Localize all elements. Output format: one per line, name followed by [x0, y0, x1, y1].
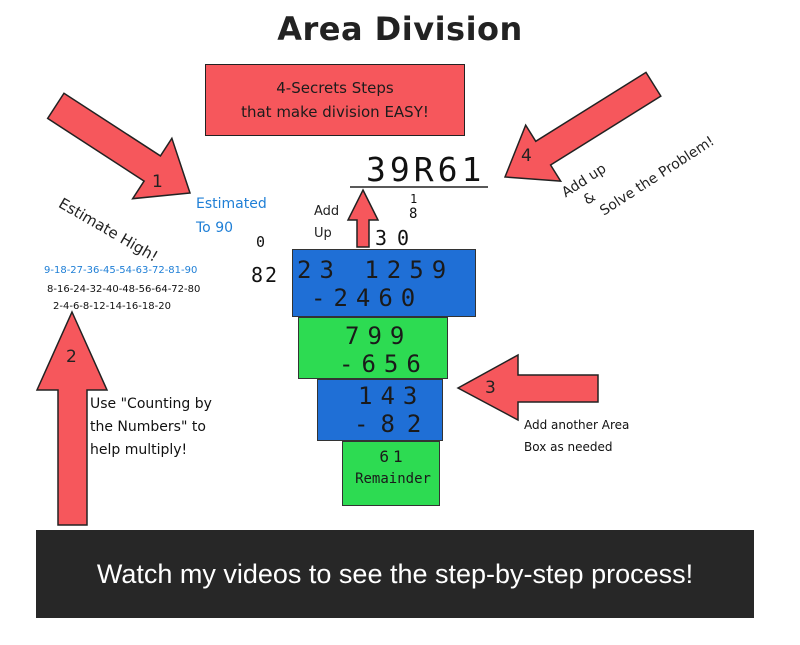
add-up-arrow: [346, 188, 380, 248]
partial-bottom: 30: [375, 226, 420, 250]
answer: 39R61: [366, 150, 486, 189]
area-box-4: 61 Remainder: [342, 441, 440, 506]
area-box-1-product: -2460: [311, 284, 424, 312]
counting-nines: 9-18-27-36-45-54-63-72-81-90: [44, 265, 198, 276]
step-2-line-2: the Numbers" to: [90, 419, 206, 435]
area-box-3: 143 -82: [317, 379, 443, 441]
counting-eights: 8-16-24-32-40-48-56-64-72-80: [47, 284, 201, 295]
area-box-3-remaining: 143: [358, 382, 426, 410]
estimate-line-2: To 90: [196, 220, 234, 236]
estimate-line-1: Estimated: [196, 196, 267, 212]
footer-banner: Watch my videos to see the step-by-step …: [36, 530, 754, 618]
step-3-line-2: Box as needed: [524, 440, 613, 454]
area-box-3-product: -82: [354, 410, 434, 438]
area-box-2-remaining: 799: [345, 322, 413, 350]
step-3-label: Add another Area Box as needed: [524, 414, 629, 458]
steps-banner: 4-Secrets Steps that make division EASY!: [205, 64, 465, 136]
add-up-line-2: Up: [314, 226, 332, 241]
step-2-line-3: help multiply!: [90, 442, 188, 458]
banner-line-2: that make division EASY!: [241, 103, 429, 121]
step-2-label: Use "Counting by the Numbers" to help mu…: [90, 393, 212, 462]
arrow-4: [503, 71, 662, 182]
step-1-number: 1: [152, 172, 163, 192]
counting-twos: 2-4-6-8-12-14-16-18-20: [53, 301, 171, 312]
arrow-3: [456, 353, 599, 422]
partial-middle: 8: [409, 206, 418, 222]
estimate-note: Estimated To 90: [196, 192, 267, 240]
remainder-label: Remainder: [355, 471, 431, 487]
add-up-note: Add Up: [314, 201, 339, 245]
step-2-number: 2: [66, 347, 77, 367]
arrow-1: [46, 92, 192, 200]
step-2-line-1: Use "Counting by: [90, 396, 212, 412]
step-4-number: 4: [521, 146, 532, 166]
carry-mark: 0: [256, 233, 266, 251]
area-box-2: 799 -656: [298, 317, 448, 379]
area-box-2-product: -656: [339, 350, 429, 378]
page-title: Area Division: [277, 10, 523, 48]
divisor: 82: [251, 263, 280, 287]
remainder-value: 61: [379, 447, 407, 466]
area-box-1-dividend: 23 1259: [297, 256, 455, 284]
footer-text: Watch my videos to see the step-by-step …: [96, 558, 694, 589]
step-3-line-1: Add another Area: [524, 418, 630, 432]
arrow-2: [35, 310, 109, 526]
add-up-line-1: Add: [314, 204, 340, 219]
area-box-1: 23 1259 -2460: [292, 249, 476, 317]
banner-line-1: 4-Secrets Steps: [276, 79, 394, 97]
partial-top: 1: [410, 192, 418, 206]
step-3-number: 3: [485, 378, 496, 398]
